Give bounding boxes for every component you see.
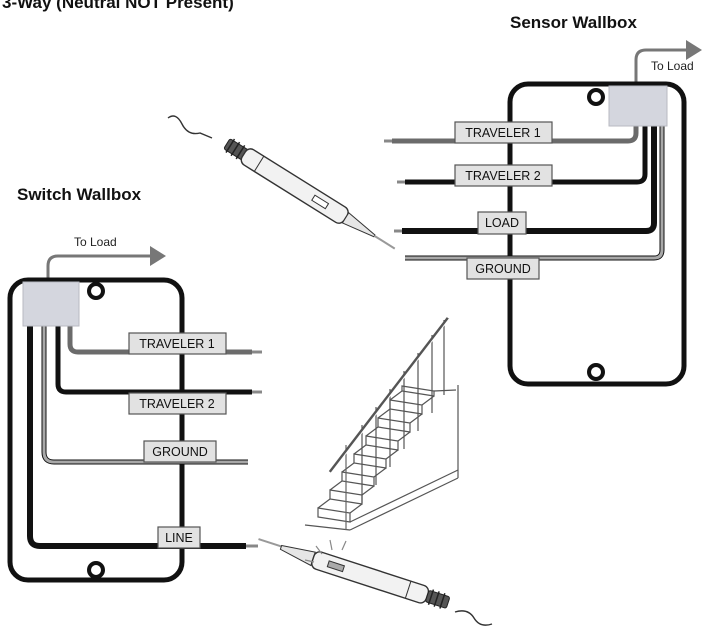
sensor-load-wire (402, 120, 657, 234)
diagram-title: 3-Way (Neutral NOT Present) (2, 0, 234, 12)
switch-to-load-label: To Load (74, 235, 117, 249)
switch-mounting-hole-bottom (87, 561, 105, 579)
sensor-wallbox-heading: Sensor Wallbox (510, 13, 637, 32)
sensor-traveler2-tag: TRAVELER 2 (454, 164, 553, 187)
switch-traveler1-label: TRAVELER 1 (139, 337, 215, 351)
switch-line-wire (27, 320, 246, 549)
sensor-load-label: LOAD (485, 216, 519, 230)
switch-line-label: LINE (165, 531, 193, 545)
sensor-mounting-hole-bottom (587, 363, 605, 381)
switch-wallbox-outline (7, 277, 185, 583)
sensor-traveler2-label: TRAVELER 2 (465, 169, 541, 183)
sensor-traveler1-label: TRAVELER 1 (465, 126, 541, 140)
switch-ground-label: GROUND (152, 445, 208, 459)
sensor-traveler1-tag: TRAVELER 1 (454, 121, 553, 144)
sensor-traveler1-wire (392, 120, 639, 144)
sensor-traveler2-wire (405, 120, 648, 185)
switch-traveler2-tag: TRAVELER 2 (128, 392, 227, 415)
switch-traveler1-tag: TRAVELER 1 (128, 332, 227, 355)
sensor-to-load-label: To Load (651, 59, 694, 73)
switch-traveler1-wire (67, 320, 252, 355)
switch-wallbox: Switch Wallbox To Load TRAVELER 1 TR (7, 185, 262, 583)
sensor-load-tag: LOAD (477, 211, 527, 235)
sensor-to-load-arrow (634, 40, 702, 100)
sensor-ground-tag: GROUND (466, 257, 540, 280)
switch-ground-tag: GROUND (143, 440, 217, 463)
switch-traveler2-wire (55, 320, 252, 395)
sensor-wallbox: Sensor Wallbox To Load TRAVELER 1 TR (384, 13, 702, 387)
voltage-tester-bottom (258, 538, 493, 626)
sensor-mounting-hole-top (587, 88, 605, 106)
sensor-ground-label: GROUND (475, 262, 531, 276)
switch-wallbox-heading: Switch Wallbox (17, 185, 142, 204)
switch-mounting-hole-top (87, 282, 105, 300)
switch-terminal-block (22, 281, 80, 327)
switch-line-tag: LINE (157, 526, 201, 549)
switch-traveler2-label: TRAVELER 2 (139, 397, 215, 411)
staircase-illustration (304, 317, 459, 531)
sensor-terminal-block (608, 85, 668, 127)
switch-to-load-arrow (46, 246, 166, 285)
voltage-tester-top (167, 115, 396, 250)
